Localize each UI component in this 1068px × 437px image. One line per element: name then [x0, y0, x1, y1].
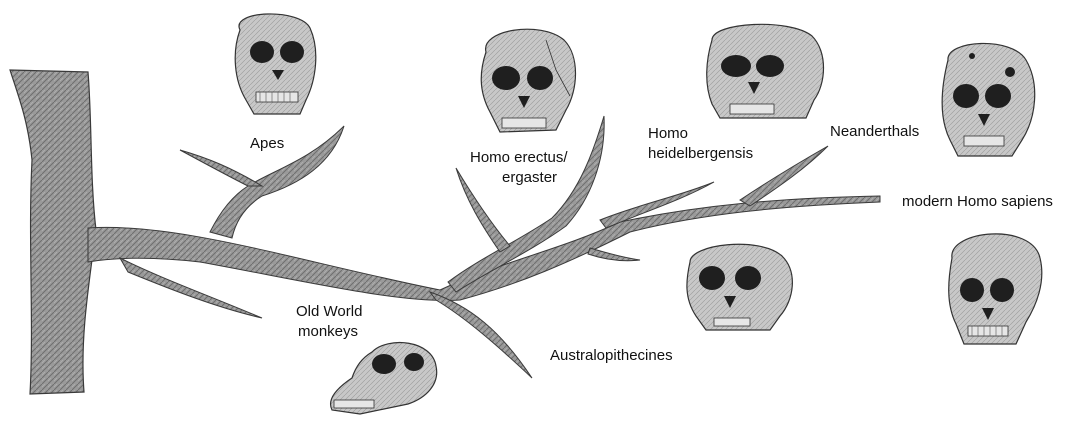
neanderthal-skull-icon — [942, 43, 1034, 156]
homo-erectus-skull-icon — [481, 29, 575, 132]
apes-branch-left-tip — [180, 150, 262, 186]
tree-trunk — [10, 70, 96, 394]
label-old-world-monkeys-line2: monkeys — [298, 323, 358, 340]
neanderthals-branch — [740, 146, 828, 206]
label-homo-erectus-line1: Homo erectus/ — [470, 149, 568, 166]
australopithecine-skull-icon — [687, 244, 792, 330]
label-homo-erectus-line2: ergaster — [502, 169, 557, 186]
modern-human-skull-icon — [949, 234, 1042, 344]
label-neanderthals: Neanderthals — [830, 123, 919, 140]
australopithecines-branch — [430, 292, 532, 378]
label-old-world-monkeys-line1: Old World — [296, 303, 362, 320]
small-twig — [588, 248, 640, 261]
label-homo-heidelbergensis-line2: heidelbergensis — [648, 145, 753, 162]
old-world-monkey-skull-icon — [331, 343, 437, 414]
label-homo-heidelbergensis-line1: Homo — [648, 125, 688, 142]
label-apes: Apes — [250, 135, 284, 152]
label-australopithecines: Australopithecines — [550, 347, 673, 364]
label-modern-homo-sapiens: modern Homo sapiens — [902, 193, 1053, 210]
homo-heidelbergensis-skull-icon — [707, 24, 824, 118]
apes-skull-icon — [235, 14, 316, 114]
